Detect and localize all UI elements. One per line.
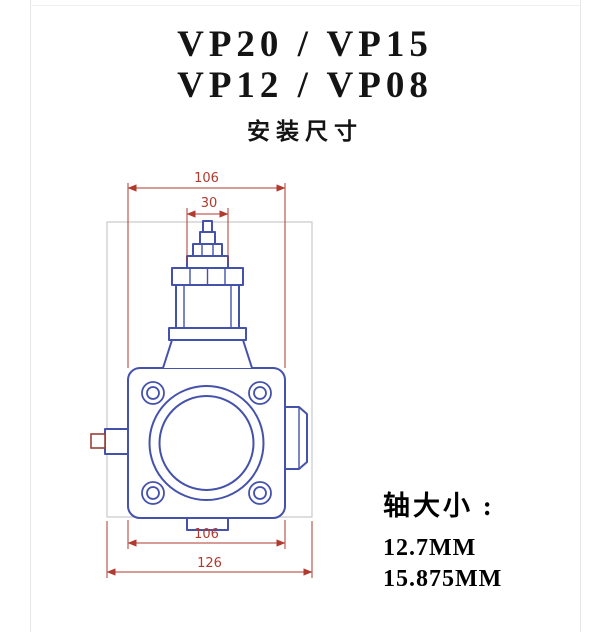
shaft-bore-circle bbox=[158, 395, 255, 491]
adjuster-cap bbox=[202, 220, 213, 233]
pump-body-outline bbox=[127, 367, 286, 519]
title-block: VP20 / VP15 VP12 / VP08 安装尺寸 bbox=[0, 24, 610, 146]
dim-top-label: 106 bbox=[194, 171, 219, 186]
subtitle-installation-dimensions: 安装尺寸 bbox=[247, 118, 363, 144]
pump-body-group bbox=[104, 220, 308, 531]
left-port bbox=[104, 428, 129, 455]
bolt-hole-bottom-right bbox=[248, 481, 272, 505]
valve-body bbox=[175, 284, 240, 329]
bolt-holes bbox=[141, 381, 272, 505]
dimension-lines-group bbox=[106, 183, 313, 578]
dim-stem-label: 30 bbox=[201, 196, 218, 211]
adjuster-stem bbox=[199, 231, 216, 245]
shaft-size-label: 轴大小 : bbox=[383, 491, 495, 521]
adjuster-locknut bbox=[192, 243, 223, 257]
page-top-border bbox=[30, 5, 581, 6]
page-right-border bbox=[580, 0, 581, 632]
page-left-border bbox=[30, 0, 31, 632]
bolt-hole-bottom-left bbox=[141, 481, 165, 505]
valve-neck bbox=[162, 339, 253, 369]
shaft-size-option-2: 15.875MM bbox=[383, 566, 503, 592]
shaft-size-block: 轴大小 : 12.7MM 15.875MM bbox=[383, 484, 502, 593]
bolt-hole-top-right bbox=[248, 381, 272, 405]
dimension-labels-group: 106 30 106 126 bbox=[194, 171, 222, 571]
dim-bolt-label: 106 bbox=[194, 527, 219, 542]
pilot-circle bbox=[148, 385, 265, 501]
bolt-hole-bottom-left-inner bbox=[146, 486, 160, 500]
bolt-hole-bottom-right-inner bbox=[253, 486, 267, 500]
model-title-line2: VP12 / VP08 bbox=[177, 65, 433, 107]
adjuster-step bbox=[186, 255, 229, 269]
right-port-block bbox=[284, 406, 308, 470]
dim-overall-label: 126 bbox=[197, 556, 222, 571]
bolt-hole-top-left bbox=[141, 381, 165, 405]
left-port-nub bbox=[90, 433, 106, 449]
valve-flange bbox=[168, 327, 247, 341]
shaft-size-option-1: 12.7MM bbox=[383, 535, 477, 561]
bolt-hole-top-right-inner bbox=[253, 386, 267, 400]
model-title-line1: VP20 / VP15 bbox=[177, 24, 433, 65]
bolt-hole-top-left-inner bbox=[146, 386, 160, 400]
